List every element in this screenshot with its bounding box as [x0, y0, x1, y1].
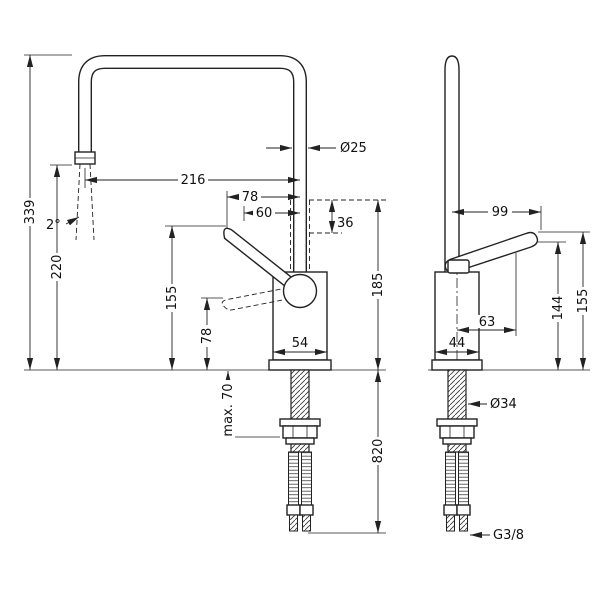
dim-label-155-front: 155 [165, 286, 180, 311]
stream-line-left [75, 163, 81, 241]
dim-label-78h: 78 [242, 190, 259, 205]
side-mounting-nut [439, 425, 475, 439]
dim-label-dia25: Ø25 [340, 141, 367, 156]
handle-lever [223, 227, 296, 290]
dim-label-44: 44 [449, 336, 466, 351]
spout-pipe-outline [78, 55, 307, 272]
dim-155s-label-group: 155 [576, 287, 591, 315]
dim-185-label-group: 185 [371, 271, 386, 299]
dim-label-max70: max. 70 [221, 383, 236, 436]
mounting-ring [285, 437, 315, 445]
dim-label-820: 820 [371, 439, 386, 464]
dim-label-185: 185 [371, 273, 386, 298]
dim-220-label-group: 220 [50, 253, 65, 281]
dim-label-dia34: Ø34 [490, 397, 517, 412]
side-hose-nut-right [456, 504, 471, 516]
mounting-nut [282, 425, 318, 439]
dim-label-angle: 2° [46, 218, 61, 233]
side-base [431, 359, 483, 371]
dim-label-216: 216 [181, 173, 206, 188]
dimensions-front: Ø25 216 78 60 36 339 220 [23, 54, 386, 534]
faucet-base [268, 359, 332, 371]
dim-label-78v: 78 [200, 328, 215, 345]
dim-label-g38: G3/8 [493, 528, 524, 543]
side-view [431, 55, 539, 532]
hose-nut-left [286, 504, 301, 516]
supply-hose-left [288, 451, 299, 506]
dim-label-220: 220 [50, 255, 65, 280]
dim-820-label-group: 820 [371, 437, 386, 465]
mounting-washer [279, 418, 321, 427]
side-hose-thread-right [459, 514, 468, 532]
spout-pipe-fill [79, 56, 306, 272]
dim-339-label-group: 339 [23, 198, 38, 226]
hose-thread-left [289, 514, 298, 532]
dim-144-label-group: 144 [551, 294, 566, 322]
side-pivot-cap [447, 259, 470, 274]
dim-78v-label-group: 78 [200, 325, 215, 347]
stream-line-right [89, 163, 95, 241]
side-hose-right [458, 451, 469, 506]
dim-max70-label-group: max. 70 [221, 380, 236, 440]
side-hose-nut-left [443, 504, 458, 516]
dim-label-155-side: 155 [576, 289, 591, 314]
side-hose-thread-left [446, 514, 455, 532]
angle-leader [65, 216, 80, 226]
dim-155-label-group: 155 [165, 284, 180, 312]
dim-label-339: 339 [23, 200, 38, 225]
side-mounting-washer [436, 418, 478, 427]
dim-label-60: 60 [256, 206, 273, 221]
dimensions-side: 99 155 144 63 44 Ø34 G3/8 [428, 205, 591, 543]
side-hose-left [445, 451, 456, 506]
side-mounting-ring [442, 437, 472, 445]
hose-thread-right [302, 514, 311, 532]
pivot-circle [282, 273, 318, 309]
side-pipe [444, 55, 460, 272]
dim-label-144: 144 [551, 296, 566, 321]
front-view [74, 55, 332, 532]
supply-hose-right [301, 451, 312, 506]
dim-label-99: 99 [492, 205, 509, 220]
dim-label-36: 36 [337, 216, 354, 231]
dim-label-54: 54 [292, 336, 309, 351]
hose-nut-right [299, 504, 314, 516]
dim-label-63: 63 [479, 315, 496, 330]
